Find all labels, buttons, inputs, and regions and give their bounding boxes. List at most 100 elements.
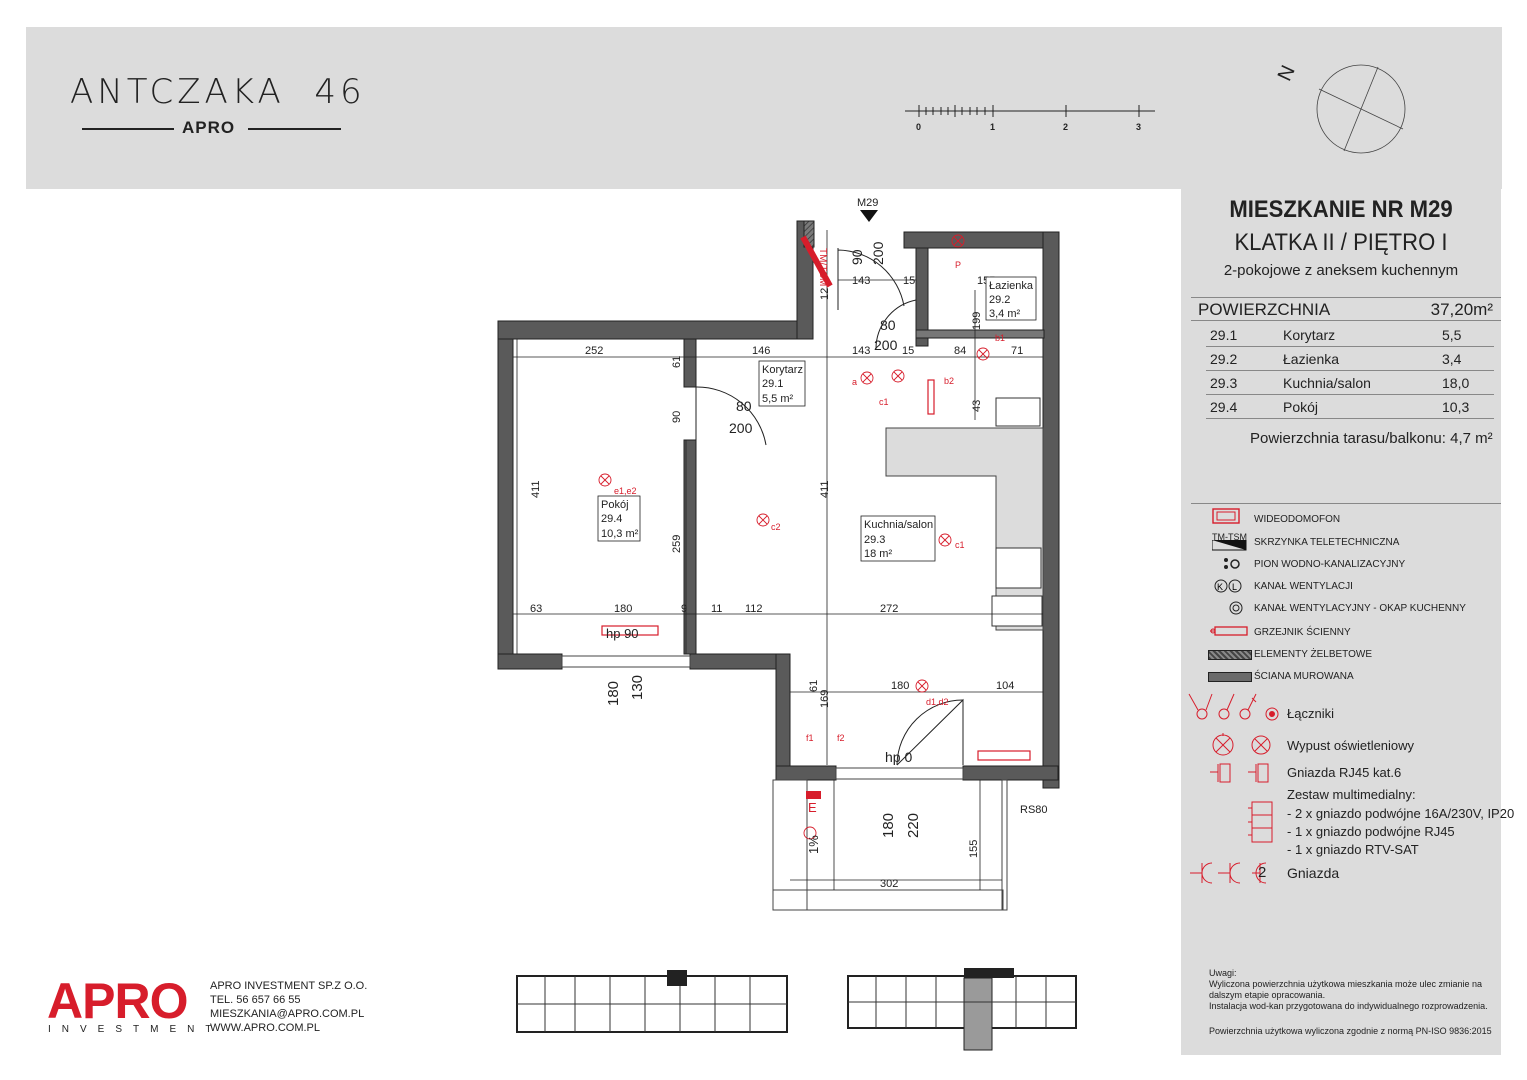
multimedia-socket-icon bbox=[1248, 801, 1273, 843]
dim: 9 bbox=[681, 603, 687, 615]
masonry-wall-icon bbox=[1208, 672, 1252, 682]
room-code: 29.4 bbox=[601, 513, 622, 525]
notes-line: Instalacja wod-kan przygotowana do indyw… bbox=[1209, 1001, 1488, 1011]
wall-north-right bbox=[903, 231, 1060, 249]
svg-text:L: L bbox=[1232, 582, 1237, 592]
ventilation-icon: K L bbox=[1214, 579, 1242, 593]
room-label-box bbox=[985, 276, 1037, 321]
dim: 61 bbox=[671, 356, 683, 368]
dim: 411 bbox=[530, 480, 542, 498]
dim: 146 bbox=[752, 345, 770, 357]
telecom-box-tag: TM-TSM bbox=[1212, 532, 1247, 542]
notes-line: Wyliczona powierzchnia użytkowa mieszkan… bbox=[1209, 979, 1483, 1000]
dim: 130 bbox=[629, 675, 646, 700]
dim: 143 bbox=[852, 275, 870, 287]
scale-bar bbox=[905, 105, 1155, 117]
company-phone: TEL. 56 657 66 55 bbox=[210, 994, 301, 1006]
area-row: 29.4 Pokój 10,3 bbox=[1206, 396, 1494, 419]
light-outlet bbox=[938, 533, 952, 547]
multimedia-line: - 1 x gniazdo podwójne RJ45 bbox=[1287, 824, 1455, 839]
room-area: 3,4 m² bbox=[989, 308, 1021, 320]
brand-line-right bbox=[248, 128, 341, 130]
circuit-mark: E bbox=[808, 800, 817, 815]
cooktop bbox=[995, 547, 1042, 589]
room-code: 29.1 bbox=[762, 378, 783, 390]
circuit-mark: a bbox=[852, 377, 857, 387]
dim: 90 bbox=[671, 411, 683, 423]
intercom-icon bbox=[1212, 508, 1240, 524]
compass-icon bbox=[1316, 64, 1406, 154]
light-outlet bbox=[860, 371, 874, 385]
dim: 11 bbox=[711, 603, 722, 615]
circuit-mark: c1 bbox=[955, 540, 965, 550]
hood-ventilation bbox=[991, 595, 1043, 627]
wall-recess-west bbox=[775, 653, 791, 781]
light-outlet bbox=[976, 347, 990, 361]
light-outlet bbox=[951, 234, 965, 248]
wall-south-mid bbox=[689, 653, 791, 670]
room-name: Kuchnia/salon bbox=[864, 519, 933, 531]
circuit-mark: c2 bbox=[771, 522, 781, 532]
room-name: Korytarz bbox=[1283, 327, 1336, 343]
telecom-box-icon bbox=[1212, 540, 1247, 551]
rj45-socket-icon bbox=[1210, 763, 1269, 783]
room-name: Pokój bbox=[601, 499, 629, 511]
dim: 15 bbox=[902, 345, 914, 357]
dim: 180 bbox=[880, 813, 897, 838]
dim: 200 bbox=[874, 337, 898, 353]
wall-south-right bbox=[962, 765, 1059, 781]
legend-label: Gniazda RJ45 kat.6 bbox=[1287, 765, 1402, 780]
dim: 12 bbox=[819, 288, 831, 300]
dim: 200 bbox=[870, 241, 886, 265]
radiator bbox=[977, 750, 1031, 761]
room-name: Kuchnia/salon bbox=[1283, 375, 1371, 391]
dim: 155 bbox=[968, 840, 980, 858]
dim: 180 bbox=[891, 680, 909, 692]
dim: 272 bbox=[880, 603, 898, 615]
light-outlet bbox=[891, 369, 905, 383]
room-area: 18,0 bbox=[1442, 375, 1470, 391]
room-area: 10,3 m² bbox=[601, 528, 639, 540]
dim: 90 bbox=[849, 249, 865, 265]
company-logo-sub: INVESTMENT bbox=[48, 1024, 223, 1035]
dim: 71 bbox=[1011, 345, 1023, 357]
dim: 43 bbox=[971, 400, 983, 412]
electric-panel bbox=[806, 791, 821, 799]
room-code: 29.3 bbox=[864, 534, 885, 546]
dim: 80 bbox=[880, 317, 896, 333]
room-area: 10,3 bbox=[1442, 399, 1470, 415]
area-total: 37,20m² bbox=[1430, 300, 1493, 319]
multimedia-line: - 1 x gniazdo RTV-SAT bbox=[1287, 842, 1419, 857]
dim: 143 bbox=[852, 345, 870, 357]
dim: 199 bbox=[971, 312, 983, 330]
legend-label: Łączniki bbox=[1287, 706, 1334, 721]
sill-height: hp 90 bbox=[606, 626, 639, 641]
legend-label: PION WODNO-KANALIZACYJNY bbox=[1254, 559, 1406, 570]
circuit-mark: d1,d2 bbox=[926, 697, 949, 707]
dim: 112 bbox=[745, 603, 763, 615]
light-outlet bbox=[598, 473, 612, 487]
water-riser-icon bbox=[1224, 558, 1240, 569]
legend-label: ŚCIANA MUROWANA bbox=[1254, 671, 1354, 682]
terrace-area: Powierzchnia tarasu/balkonu: 4,7 m² bbox=[1250, 430, 1493, 447]
company-name: APRO INVESTMENT SP.Z O.O. bbox=[210, 980, 368, 992]
radiator bbox=[601, 625, 659, 636]
legend-label: KANAŁ WENTYLACJI bbox=[1254, 581, 1353, 592]
apartment-title: MIESZKANIE NR M29 bbox=[1229, 196, 1453, 223]
entrance-label: M29 bbox=[857, 197, 878, 209]
terrace-rail-east bbox=[1001, 779, 1008, 911]
light-outlet bbox=[803, 826, 817, 840]
room-code: 29.3 bbox=[1210, 375, 1238, 391]
radiator-icon bbox=[1210, 626, 1248, 636]
legend-label: ELEMENTY ŻELBETOWE bbox=[1254, 649, 1372, 660]
room-name: Pokój bbox=[1283, 399, 1319, 415]
dim: 1% bbox=[806, 835, 821, 854]
socket-count: 2 bbox=[1258, 864, 1267, 881]
dim: 252 bbox=[585, 345, 603, 357]
room-area: 5,5 bbox=[1442, 327, 1462, 343]
notes: Uwagi: Wyliczona powierzchnia użytkowa m… bbox=[1209, 968, 1494, 1037]
dim: 220 bbox=[905, 813, 922, 838]
socket-icon bbox=[1190, 862, 1267, 884]
dim: 80 bbox=[736, 398, 752, 414]
apartment-type: 2-pokojowe z aneksem kuchennym bbox=[1223, 262, 1459, 279]
